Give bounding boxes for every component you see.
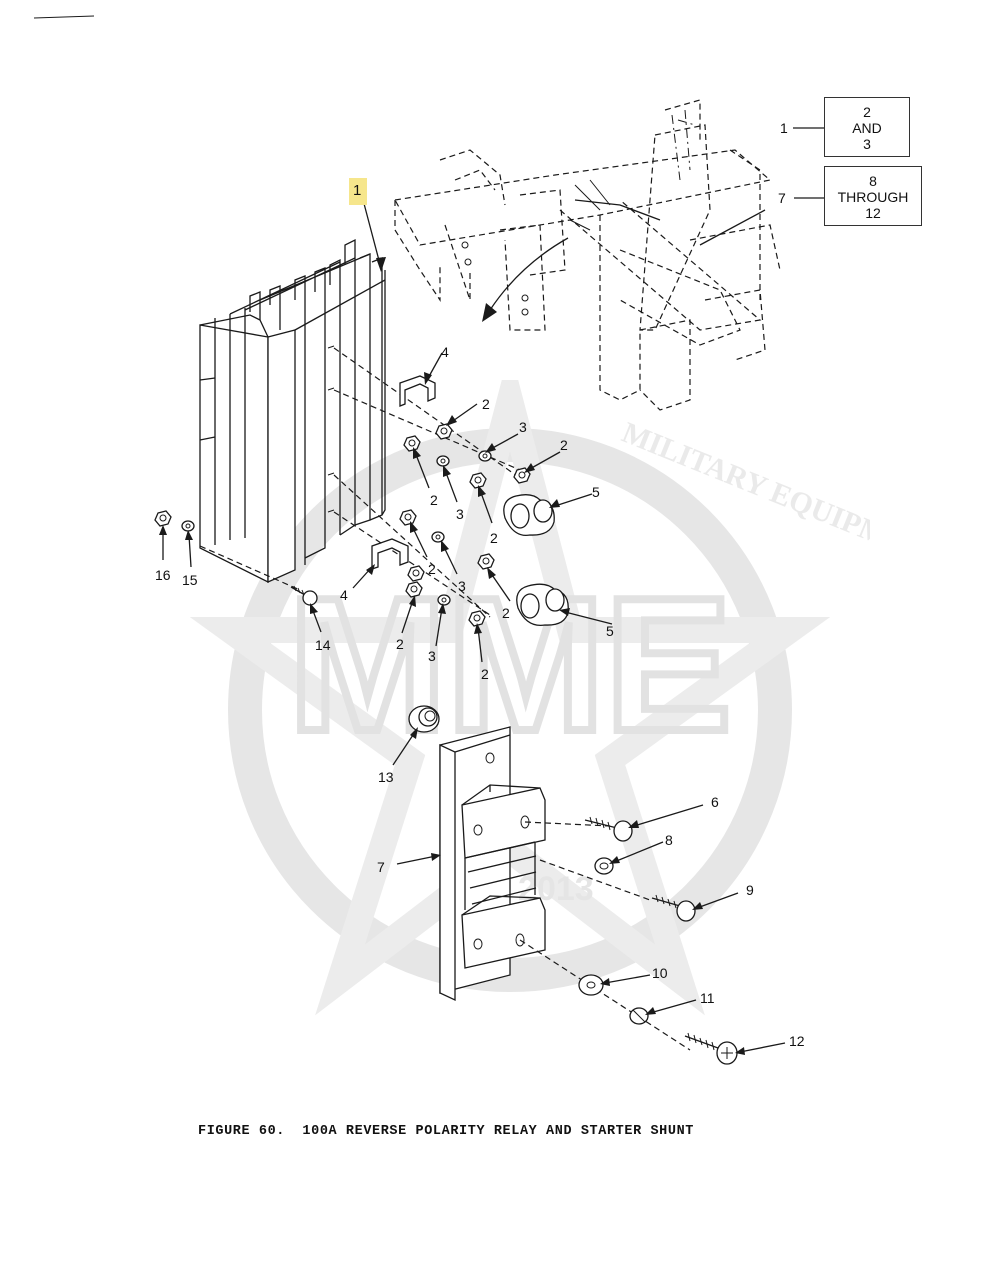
- terminal-boot-upper: [503, 494, 555, 537]
- label-12: 12: [789, 1033, 805, 1049]
- part-number-labels: 2 3 2 4 2 3 2 5 16 15 2 3 4 2 5 14 2 3 2…: [155, 120, 805, 1049]
- shunt-hardware: [578, 816, 738, 1065]
- label-3a: 3: [519, 419, 527, 435]
- label-4a: 4: [441, 344, 449, 360]
- reverse-polarity-relay: [199, 195, 521, 618]
- callout-ref-7: 7: [778, 190, 786, 206]
- label-8: 8: [665, 832, 673, 848]
- label-2d: 2: [490, 530, 498, 546]
- callout-box-line: 2: [863, 104, 871, 120]
- label-2b: 2: [560, 437, 568, 453]
- label-2g: 2: [396, 636, 404, 652]
- vehicle-frame-locator: [394, 99, 781, 411]
- starter-shunt: [439, 726, 691, 1051]
- label-2e: 2: [428, 561, 436, 577]
- figure-caption: FIGURE 60. 100A REVERSE POLARITY RELAY A…: [198, 1124, 694, 1139]
- label-2a: 2: [482, 396, 490, 412]
- label-2h: 2: [481, 666, 489, 682]
- label-13: 13: [378, 769, 394, 785]
- label-3b: 3: [456, 506, 464, 522]
- highlighted-item-number: 1: [353, 182, 362, 199]
- label-3c: 3: [458, 578, 466, 594]
- label-2c: 2: [430, 492, 438, 508]
- callout-box-line: 3: [863, 136, 871, 152]
- callout-box-line: AND: [852, 120, 882, 136]
- callout-box-line: 8: [869, 173, 877, 189]
- label-2f: 2: [502, 605, 510, 621]
- grommet: [408, 705, 440, 733]
- label-5b: 5: [606, 623, 614, 639]
- callout-box-items-8-through-12: 8 THROUGH 12: [824, 166, 922, 226]
- label-14: 14: [315, 637, 331, 653]
- bracket-upper: [399, 375, 436, 407]
- terminal-boot-lower: [516, 583, 569, 627]
- label-15: 15: [182, 572, 198, 588]
- hardware-nuts-washers: [154, 423, 531, 627]
- label-4b: 4: [340, 587, 348, 603]
- bracket-lower: [371, 538, 409, 570]
- scan-mark: [33, 15, 95, 19]
- callout-box-line: 12: [865, 205, 881, 221]
- callout-box-items-2-and-3: 2 AND 3: [824, 97, 910, 157]
- label-9: 9: [746, 882, 754, 898]
- label-16: 16: [155, 567, 171, 583]
- label-3d: 3: [428, 648, 436, 664]
- label-5a: 5: [592, 484, 600, 500]
- leader-lines: [159, 127, 824, 1055]
- label-11: 11: [700, 990, 715, 1006]
- label-10: 10: [652, 965, 668, 981]
- callout-ref-1: 1: [780, 120, 788, 136]
- label-6: 6: [711, 794, 719, 810]
- label-7: 7: [377, 859, 385, 875]
- callout-box-line: THROUGH: [837, 189, 909, 205]
- highlighted-item-label: 1: [349, 178, 367, 205]
